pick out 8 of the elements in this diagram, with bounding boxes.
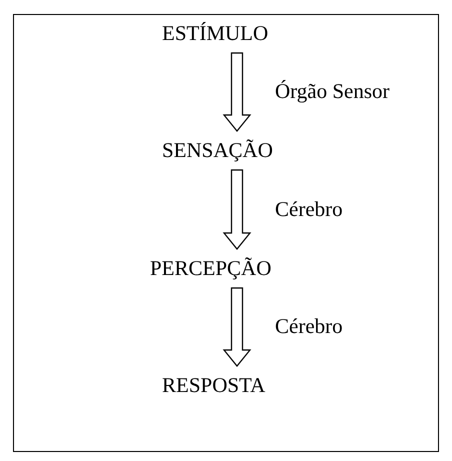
block-arrow (222, 287, 252, 367)
stage-label: SENSAÇÃO (160, 131, 275, 170)
edge-label: Órgão Sensor (275, 80, 390, 104)
stage-label: RESPOSTA (160, 366, 268, 406)
block-arrow (222, 169, 252, 250)
stage-label: PERCEPÇÃO (148, 249, 274, 288)
block-arrow (222, 52, 252, 132)
stage-label: ESTÍMULO (160, 14, 270, 54)
